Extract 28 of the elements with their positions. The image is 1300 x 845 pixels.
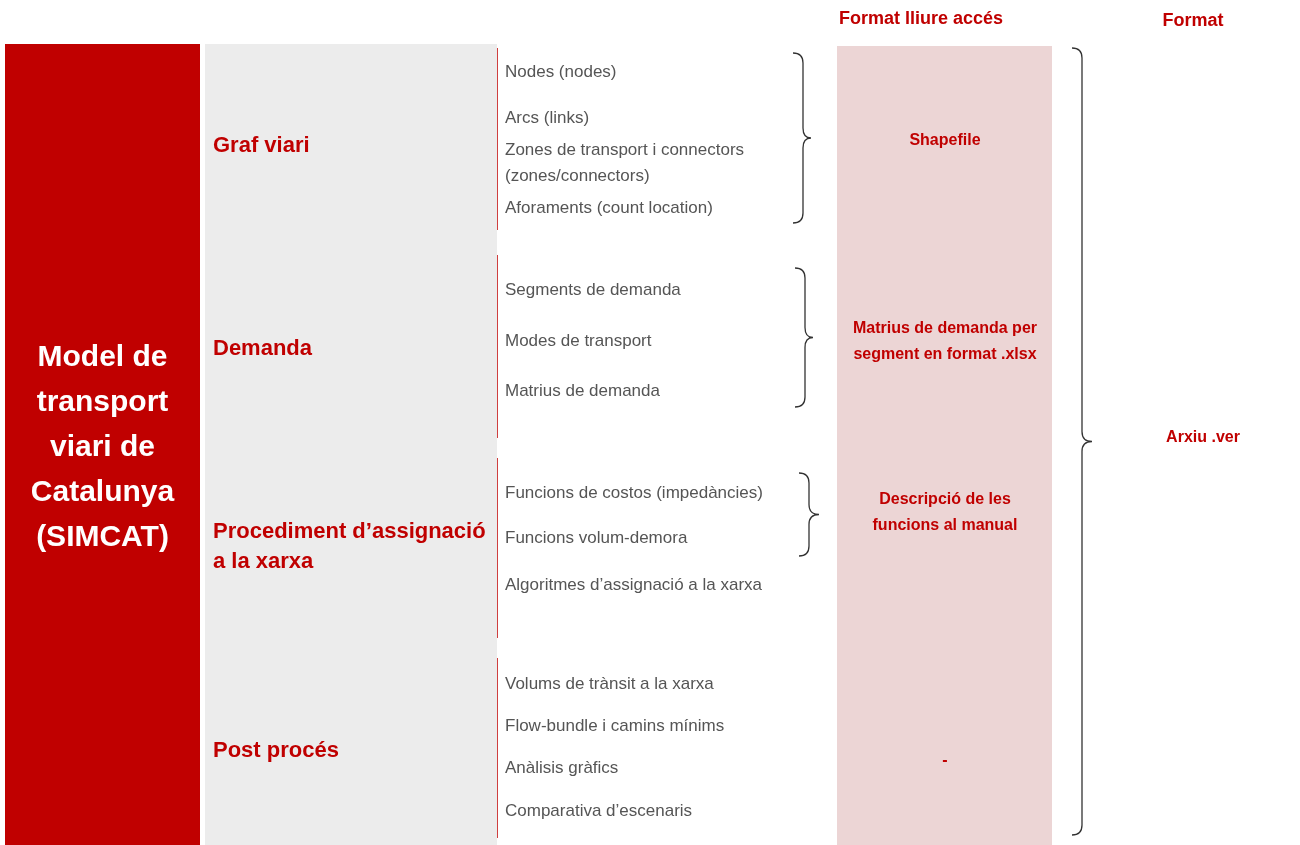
title-box: [5, 44, 200, 845]
title-text: Model de transport viari de Catalunya (SIMCAT): [29, 337, 176, 554]
list-item: Funcions volum-demora: [505, 527, 689, 549]
format-text: Shapefile: [908, 130, 982, 150]
list-item: Aforaments (count location): [505, 197, 714, 219]
format-text: -: [941, 750, 949, 770]
section-heading: Demanda: [213, 334, 314, 362]
list-item: Arcs (links): [505, 107, 591, 129]
list-item: Matrius de demanda: [505, 380, 661, 402]
format-text: Matrius de demanda per segment en format .xlsx: [851, 318, 1038, 364]
section-heading: Procediment d’assignació a la xarxa: [213, 517, 487, 575]
list-item: Modes de transport: [505, 330, 653, 352]
section-heading: Graf viari: [213, 131, 311, 159]
column-heading: Format: [1161, 9, 1225, 32]
list-item: Flow-bundle i camins mínims: [505, 715, 726, 737]
column-heading: Format lliure accés: [837, 7, 1005, 30]
list-item: Volums de trànsit a la xarxa: [505, 673, 715, 695]
list-item: Anàlisis gràfics: [505, 757, 620, 779]
list-item: Algoritmes d’assignació a la xarxa: [505, 574, 763, 596]
list-item: Zones de transport i connectors (zones/connectors): [505, 139, 746, 187]
format-text: Descripció de les funcions al manual: [871, 489, 1019, 535]
list-item: Nodes (nodes): [505, 61, 618, 83]
list-item: Segments de demanda: [505, 279, 682, 301]
list-item: Funcions de costos (impedàncies): [505, 482, 764, 504]
list-item: Comparativa d’escenaris: [505, 800, 694, 822]
format-text: Arxiu .ver: [1165, 427, 1241, 447]
section-panel: [205, 44, 497, 845]
section-heading: Post procés: [213, 736, 340, 764]
